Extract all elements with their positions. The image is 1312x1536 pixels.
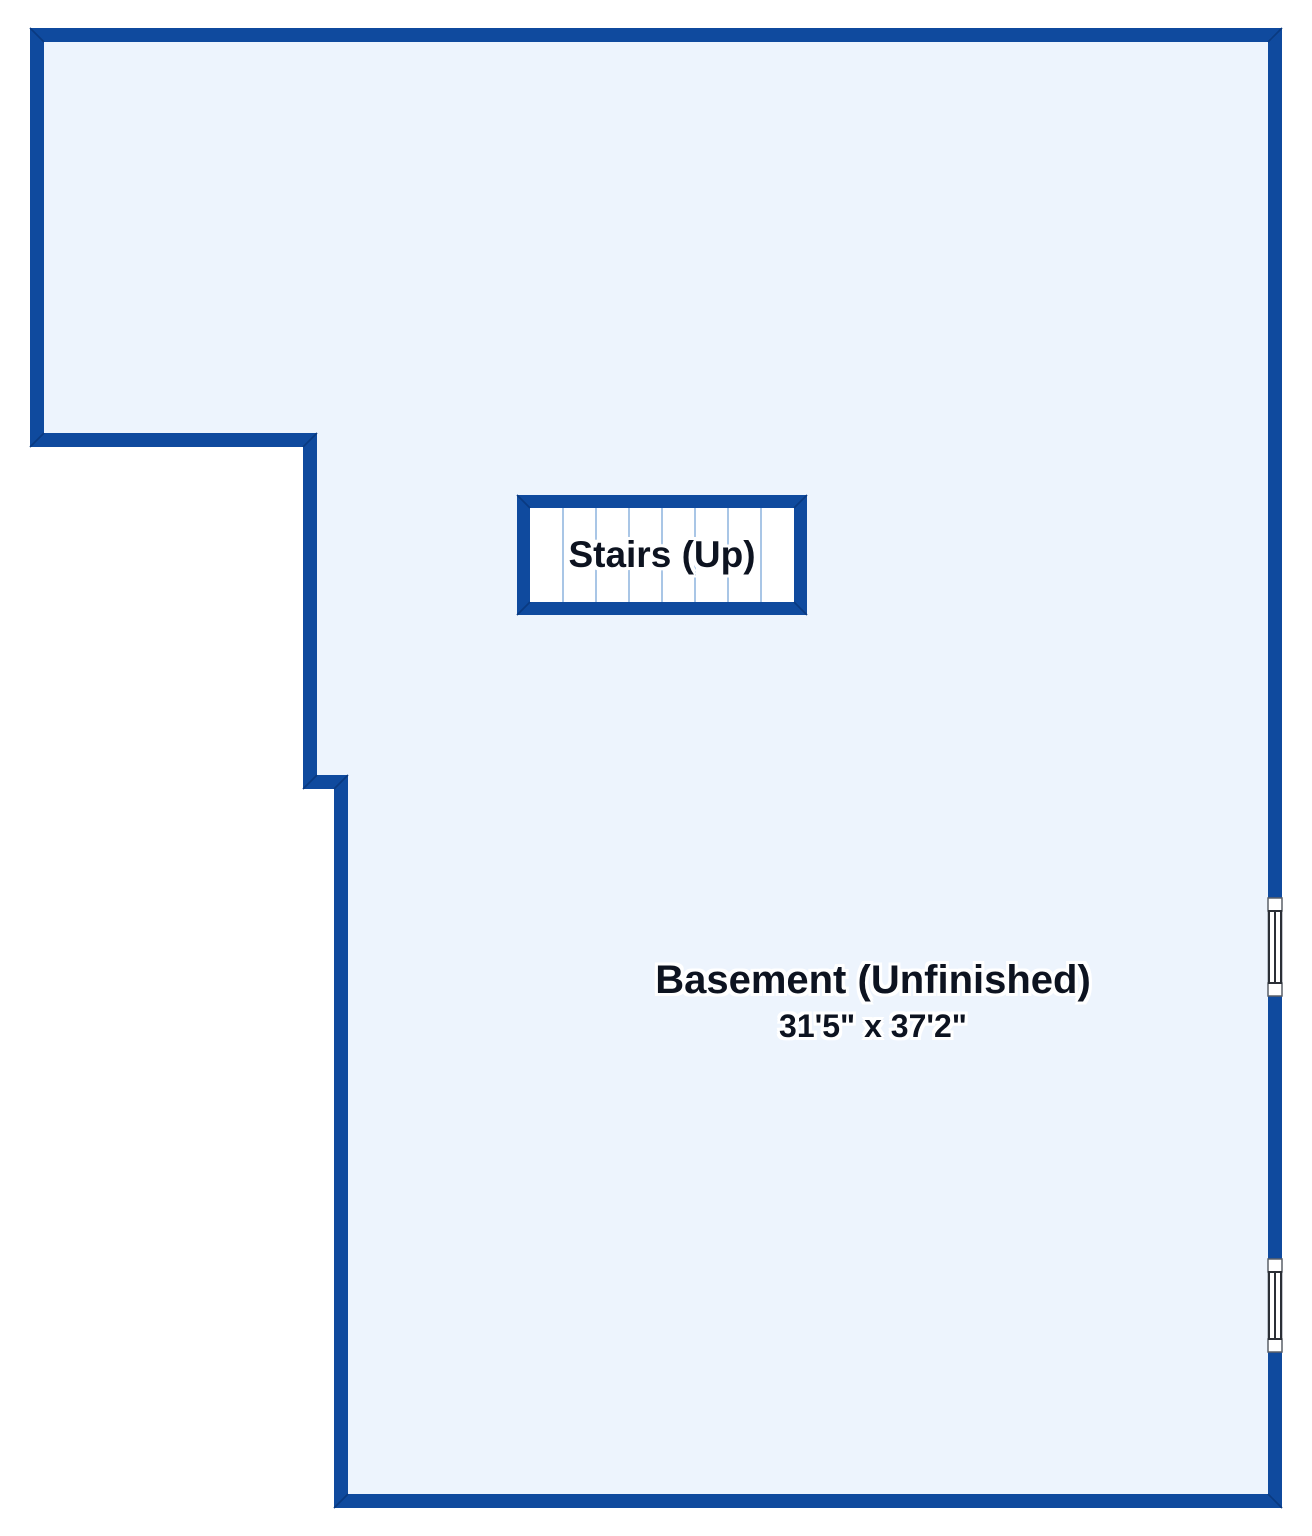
wall-miter-seam (302, 774, 318, 790)
stairs-label: Stairs (Up) (568, 534, 756, 575)
room-label: Basement (Unfinished) 31'5" x 37'2" (493, 956, 1253, 1045)
stairs-miter-seam (793, 601, 808, 616)
room-name: Basement (Unfinished) (655, 958, 1091, 1002)
room-dimensions: 31'5" x 37'2" (779, 1008, 967, 1044)
window-top-cap (1267, 1258, 1283, 1273)
window-top-cap (1267, 897, 1283, 912)
stairs-miter-seam (516, 494, 531, 509)
stairs-miter-seam (793, 494, 808, 509)
wall-miter-seam (333, 1493, 349, 1509)
floor-area (44, 42, 1268, 1494)
wall-miter-seam (1267, 27, 1283, 43)
wall-miter-seam (302, 432, 318, 448)
wall-miter-seam (29, 432, 45, 448)
wall-miter-seam (29, 27, 45, 43)
window-bottom-cap (1267, 1338, 1283, 1353)
wall-miter-seam (1267, 1493, 1283, 1509)
wall-miter-seam (333, 774, 349, 790)
stairs-miter-seam (516, 601, 531, 616)
window-bottom-cap (1267, 982, 1283, 997)
